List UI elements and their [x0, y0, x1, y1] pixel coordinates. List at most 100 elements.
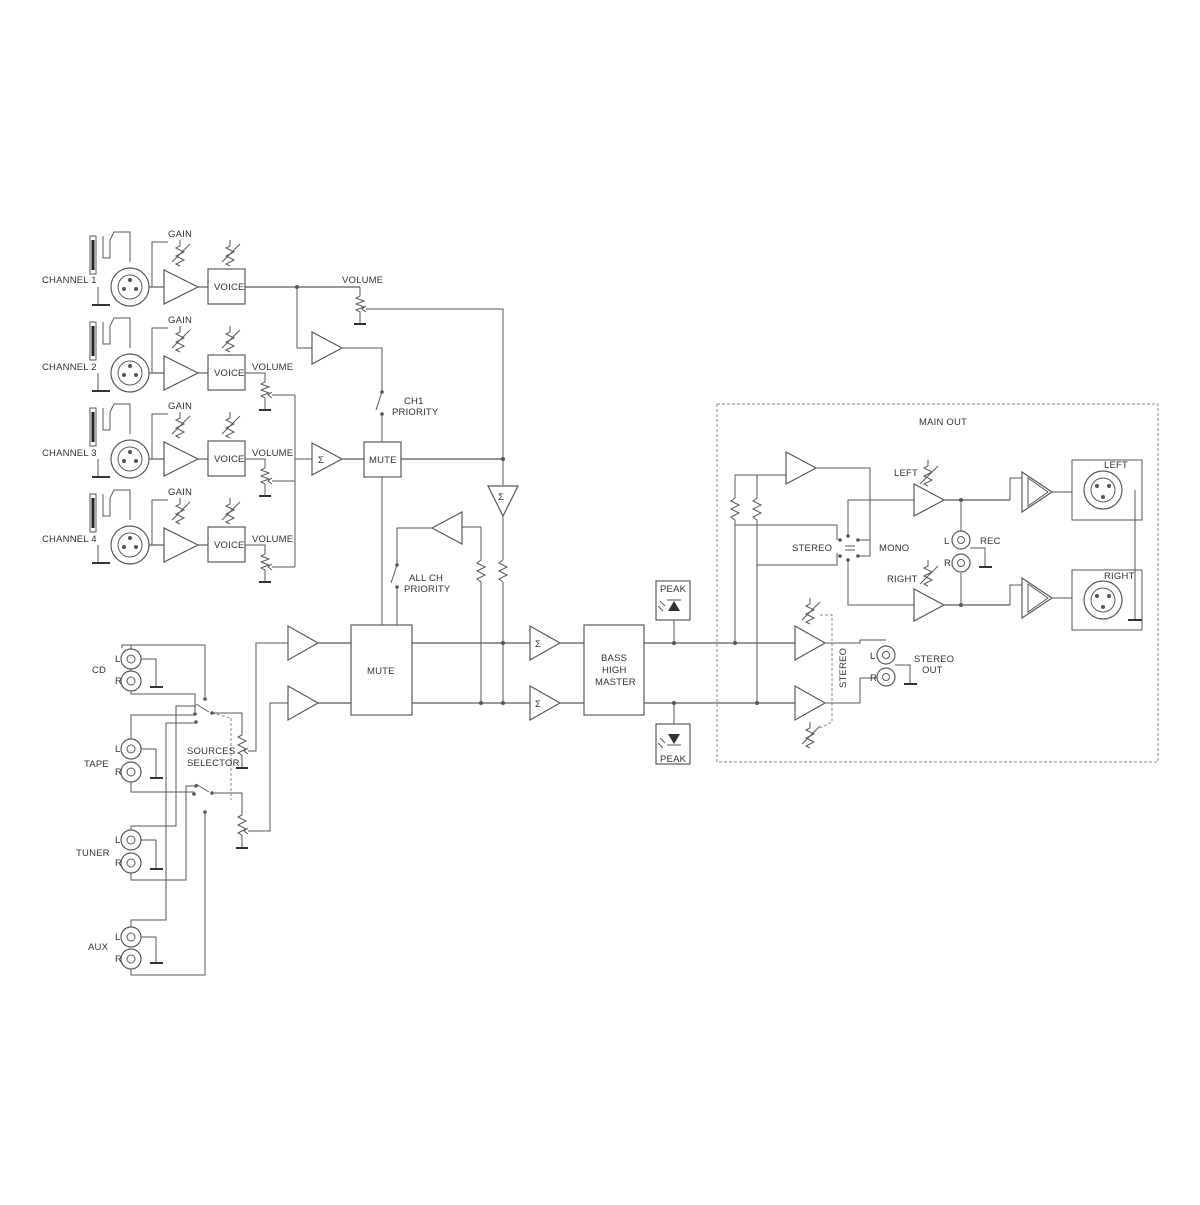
svg-text:L: L — [115, 932, 120, 943]
channel-3-volume-label: VOLUME — [252, 448, 293, 459]
stereo-out-label: STEREO — [914, 654, 954, 665]
svg-text:L: L — [115, 744, 120, 755]
main-out-frame — [716, 403, 1159, 763]
channel-1-voice-label: VOICE — [214, 282, 245, 293]
right-line-level-pot — [212, 792, 248, 848]
svg-text:L: L — [115, 654, 120, 665]
main-left-level-trim — [922, 460, 934, 487]
line-mute-block — [350, 624, 413, 716]
channel-2-volume-label: VOLUME — [252, 362, 293, 373]
line-mute-label: MUTE — [367, 666, 395, 677]
channel-2-gain-label: GAIN — [168, 315, 192, 326]
channel-4-xlr-icon — [110, 525, 150, 565]
ch1-priority-label: CH1 — [404, 396, 424, 407]
channel-4-voice-block — [207, 526, 246, 563]
mic-mute-label: MUTE — [369, 455, 397, 466]
all-ch-priority-switch — [390, 564, 398, 584]
stereo-out-trim-label: STEREO — [838, 648, 849, 688]
aux-rca-left-icon — [120, 926, 142, 948]
stereo-out-rca-right-icon — [876, 667, 896, 687]
right-xlr-output-icon — [1083, 580, 1123, 620]
left-bus-sum-amp — [529, 624, 562, 662]
channel-1-gain-label: GAIN — [168, 229, 192, 240]
channel-3-xlr-icon — [110, 439, 150, 479]
left-peak-label: PEAK — [660, 584, 687, 595]
channel-1-label: CHANNEL 1 — [42, 275, 97, 286]
main-bus: MUTE Σ Σ BASS HIGH MASTER PEAK PEAK — [287, 580, 795, 765]
all-ch-priority-detector-amp — [430, 511, 463, 545]
channel-3-strip: CHANNEL 3 GAIN VOICE VOLUME — [42, 401, 295, 497]
right-xlr-label: RIGHT — [1104, 571, 1135, 582]
aux-label: AUX — [88, 942, 109, 953]
main-left-amp — [913, 483, 946, 517]
svg-text:R: R — [115, 676, 122, 687]
channel-1-volume-label: VOLUME — [342, 275, 383, 286]
channel-3-gain-amp — [163, 441, 200, 477]
left-peak-led-icon — [668, 601, 680, 611]
main-right-amp — [913, 588, 946, 622]
channel-1-gain-trim — [174, 240, 186, 267]
tuner-label: TUNER — [76, 848, 110, 859]
left-line-level-pot — [212, 712, 248, 768]
mono-sum-amp — [785, 451, 818, 485]
left-xlr-output-icon — [1083, 470, 1123, 510]
svg-text:Σ: Σ — [535, 699, 541, 710]
rec-label: REC — [980, 536, 1001, 547]
main-out-section: MAIN OUT STEREO MONO LEFT RIGHT — [716, 403, 1159, 763]
stereo-out-rca-left-icon — [876, 645, 896, 665]
channel-4-jack — [89, 493, 97, 533]
cd-rca-right-icon — [120, 670, 142, 692]
stereo-out-right-amp — [794, 684, 827, 722]
right-peak-led-icon — [668, 734, 680, 744]
rec-rca-left-icon — [951, 530, 971, 550]
svg-text:R: R — [115, 954, 122, 965]
main-left-level-label: LEFT — [894, 468, 918, 479]
channel-1-xlr-icon — [110, 267, 150, 307]
svg-text:L: L — [115, 835, 120, 846]
channel-3-jack — [89, 407, 97, 447]
ch1-priority-label-2: PRIORITY — [392, 407, 439, 418]
channel-4-gain-amp — [163, 527, 200, 563]
channel-2-xlr-icon — [110, 353, 150, 393]
channel-1-gain-amp — [163, 269, 200, 305]
sources-selector-label: SOURCES — [187, 746, 235, 757]
channel-2-jack — [89, 321, 97, 361]
cd-label: CD — [92, 665, 106, 676]
svg-text:Σ: Σ — [318, 455, 324, 466]
channel-4-volume-pot — [245, 544, 271, 582]
bass-high-master-block — [583, 624, 645, 716]
svg-text:L: L — [870, 651, 875, 662]
tuner-rca-left-icon — [120, 829, 142, 851]
channel-4-volume-label: VOLUME — [252, 534, 293, 545]
left-xlr-label: LEFT — [1104, 460, 1128, 471]
channel-3-volume-pot — [245, 458, 271, 496]
channel-1-jack — [89, 235, 97, 275]
main-right-level-label: RIGHT — [887, 574, 918, 585]
svg-text:R: R — [870, 673, 877, 684]
svg-text:R: R — [115, 858, 122, 869]
line-sources: CD L R TAPE L R TUNER L R AUX — [76, 642, 288, 976]
ch-sum-to-bus-amp — [487, 485, 519, 518]
rec-rca-right-icon — [951, 553, 971, 573]
tape-label: TAPE — [84, 759, 109, 770]
aux-rca-right-icon — [120, 948, 142, 970]
right-peak-label: PEAK — [660, 754, 687, 765]
right-balanced-driver-amp — [1021, 576, 1054, 620]
svg-text:L: L — [944, 536, 949, 547]
tuner-rca-right-icon — [120, 852, 142, 874]
left-balanced-driver-amp — [1021, 470, 1054, 514]
line-left-buffer-amp — [287, 624, 320, 662]
svg-text:Σ: Σ — [535, 639, 541, 650]
tape-rca-right-icon — [120, 761, 142, 783]
sources-selector-right-switch — [195, 783, 210, 793]
all-ch-priority-label: ALL CH — [409, 573, 443, 584]
stereo-mono-switch-mono-label: MONO — [879, 543, 909, 554]
all-ch-priority-label-2: PRIORITY — [404, 584, 451, 595]
mic-mute-block — [363, 441, 402, 478]
channel-3-label: CHANNEL 3 — [42, 448, 97, 459]
channel-3-voice-label: VOICE — [214, 454, 245, 465]
tape-rca-left-icon — [120, 738, 142, 760]
channel-2-voice-block — [207, 354, 246, 391]
right-bus-sum-amp — [529, 684, 562, 722]
